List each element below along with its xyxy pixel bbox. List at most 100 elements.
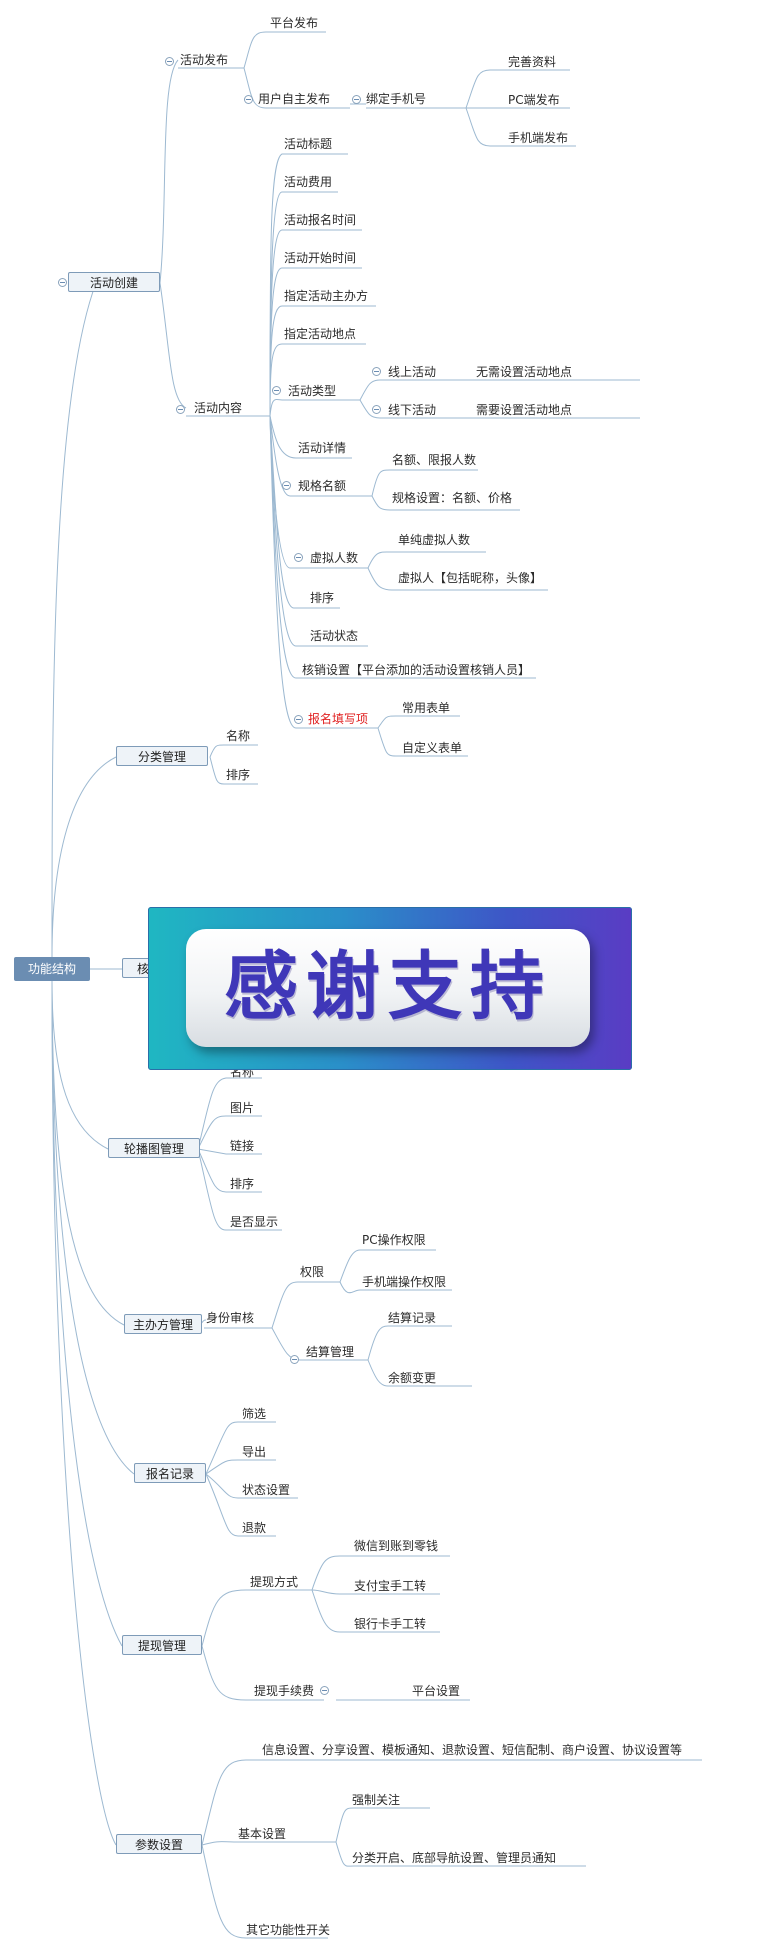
branch-lunbotu[interactable]: 轮播图管理 bbox=[108, 1138, 200, 1158]
collapse-icon[interactable] bbox=[290, 1355, 299, 1364]
link-guige-shezhi bbox=[371, 495, 520, 511]
node-lb-xianshi[interactable]: 是否显示 bbox=[230, 1215, 279, 1229]
node-pingtaifabu[interactable]: 平台发布 bbox=[270, 16, 319, 30]
branch-baomingjilu[interactable]: 报名记录 bbox=[134, 1463, 206, 1483]
node-yonghufabu[interactable]: 用户自主发布 bbox=[258, 92, 331, 106]
node-pingtaishezhi[interactable]: 平台设置 bbox=[412, 1684, 461, 1698]
node-kaishishijian[interactable]: 活动开始时间 bbox=[284, 251, 357, 265]
node-shoujifabu[interactable]: 手机端发布 bbox=[508, 131, 569, 145]
node-sjquanxian[interactable]: 手机端操作权限 bbox=[362, 1275, 447, 1289]
link-root-lunbo bbox=[51, 980, 109, 1150]
node-baomingshijian[interactable]: 活动报名时间 bbox=[284, 213, 357, 227]
link-hdcj-fabu bbox=[159, 59, 179, 284]
node-daochu[interactable]: 导出 bbox=[242, 1445, 267, 1459]
root-node[interactable]: 功能结构 bbox=[14, 957, 90, 981]
node-pcfabu[interactable]: PC端发布 bbox=[508, 93, 560, 107]
collapse-icon[interactable] bbox=[165, 57, 174, 66]
node-zhifubao[interactable]: 支付宝手工转 bbox=[354, 1579, 427, 1593]
node-tuikuan[interactable]: 退款 bbox=[242, 1521, 267, 1535]
node-fl-paixu[interactable]: 排序 bbox=[226, 768, 251, 782]
link-jiben-qiangzhi bbox=[335, 1807, 430, 1843]
link-tx-shouxufei bbox=[201, 1645, 324, 1701]
branch-canshu[interactable]: 参数设置 bbox=[116, 1834, 202, 1854]
link-jiesuan-yue bbox=[367, 1359, 472, 1387]
node-yue[interactable]: 余额变更 bbox=[388, 1371, 437, 1385]
collapse-icon[interactable] bbox=[372, 367, 381, 376]
collapse-icon[interactable] bbox=[294, 715, 303, 724]
node-jiesuanjilu[interactable]: 结算记录 bbox=[388, 1311, 437, 1325]
collapse-icon[interactable] bbox=[352, 95, 361, 104]
node-tixianfangshi[interactable]: 提现方式 bbox=[250, 1575, 299, 1589]
link-root-fenlei bbox=[51, 756, 117, 958]
node-guige[interactable]: 规格名额 bbox=[298, 479, 347, 493]
branch-zhubanfang[interactable]: 主办方管理 bbox=[124, 1314, 202, 1334]
collapse-icon[interactable] bbox=[320, 1686, 329, 1695]
node-quanxian[interactable]: 权限 bbox=[300, 1265, 325, 1279]
collapse-icon[interactable] bbox=[176, 405, 185, 414]
node-xuniren[interactable]: 虚拟人【包括昵称，头像】 bbox=[398, 571, 543, 585]
link-leixing-xianxia bbox=[359, 399, 640, 419]
link-neirong-tianxie bbox=[269, 415, 378, 729]
collapse-icon[interactable] bbox=[58, 278, 67, 287]
node-xiangqing[interactable]: 活动详情 bbox=[298, 441, 347, 455]
node-danchun[interactable]: 单纯虚拟人数 bbox=[398, 533, 471, 547]
node-weixin[interactable]: 微信到账到零钱 bbox=[354, 1539, 439, 1553]
node-zhubanfang-assign[interactable]: 指定活动主办方 bbox=[284, 289, 369, 303]
collapse-icon[interactable] bbox=[272, 386, 281, 395]
node-didian[interactable]: 指定活动地点 bbox=[284, 327, 357, 341]
node-leixing[interactable]: 活动类型 bbox=[288, 384, 337, 398]
node-mingge[interactable]: 名额、限报人数 bbox=[392, 453, 477, 467]
node-zhuangtaishezhi[interactable]: 状态设置 bbox=[242, 1483, 291, 1497]
link-bm-daochu bbox=[205, 1459, 276, 1475]
node-qita[interactable]: 其它功能性开关 bbox=[246, 1923, 331, 1937]
node-hexiaoshezhi[interactable]: 核销设置【平台添加的活动设置核销人员】 bbox=[302, 663, 531, 677]
node-lb-tupian[interactable]: 图片 bbox=[230, 1101, 255, 1115]
node-huodongfabu[interactable]: 活动发布 bbox=[180, 53, 229, 67]
node-lb-lianjie[interactable]: 链接 bbox=[230, 1139, 255, 1153]
collapse-icon[interactable] bbox=[282, 481, 291, 490]
node-wanshan[interactable]: 完善资料 bbox=[508, 55, 557, 69]
node-changyong[interactable]: 常用表单 bbox=[402, 701, 451, 715]
collapse-icon[interactable] bbox=[294, 553, 303, 562]
node-pcquanxian[interactable]: PC操作权限 bbox=[362, 1233, 426, 1247]
node-jiesuan[interactable]: 结算管理 bbox=[306, 1345, 355, 1359]
link-jiben-fenlei bbox=[335, 1841, 586, 1867]
link-neirong-leixing bbox=[269, 399, 360, 417]
link-neirong-didian bbox=[269, 343, 366, 417]
node-baomingtianxie[interactable]: 报名填写项 bbox=[308, 712, 369, 726]
link-cs-qita bbox=[201, 1844, 328, 1939]
node-paixu[interactable]: 排序 bbox=[310, 591, 335, 605]
link-tianxie-changyong bbox=[377, 715, 460, 729]
collapse-icon[interactable] bbox=[244, 95, 253, 104]
collapse-icon[interactable] bbox=[372, 405, 381, 414]
node-huodongneirong[interactable]: 活动内容 bbox=[194, 401, 243, 415]
link-cs-jiben bbox=[201, 1841, 336, 1846]
node-feiyong[interactable]: 活动费用 bbox=[284, 175, 333, 189]
node-qiangzhi[interactable]: 强制关注 bbox=[352, 1793, 401, 1807]
node-jibenshezhi[interactable]: 基本设置 bbox=[238, 1827, 287, 1841]
link-lb-mingcheng bbox=[197, 1077, 262, 1150]
node-yinhang[interactable]: 银行卡手工转 bbox=[354, 1617, 427, 1631]
node-xianshang[interactable]: 线上活动 bbox=[388, 365, 437, 379]
node-fenleikaiqi[interactable]: 分类开启、底部导航设置、管理员通知 bbox=[352, 1851, 557, 1865]
branch-huodongchuangjian[interactable]: 活动创建 bbox=[68, 272, 160, 292]
node-xianxia[interactable]: 线下活动 bbox=[388, 403, 437, 417]
branch-tixian[interactable]: 提现管理 bbox=[122, 1635, 202, 1655]
node-zhuangtai[interactable]: 活动状态 bbox=[310, 629, 359, 643]
link-quanxian-pc bbox=[339, 1249, 436, 1283]
node-xuni[interactable]: 虚拟人数 bbox=[310, 551, 359, 565]
node-guigeshezhi[interactable]: 规格设置：名额、价格 bbox=[392, 491, 513, 505]
node-shouxufei[interactable]: 提现手续费 bbox=[254, 1684, 315, 1698]
link-root-baoming bbox=[51, 980, 135, 1475]
node-shaixuan[interactable]: 筛选 bbox=[242, 1407, 267, 1421]
node-shenfen[interactable]: 身份审核 bbox=[206, 1311, 255, 1325]
node-xinxi[interactable]: 信息设置、分享设置、模板通知、退款设置、短信配制、商户设置、协议设置等 bbox=[262, 1743, 683, 1757]
node-zidingyi[interactable]: 自定义表单 bbox=[402, 741, 463, 755]
branch-fenleiguanli[interactable]: 分类管理 bbox=[116, 746, 208, 766]
node-lb-paixu[interactable]: 排序 bbox=[230, 1177, 255, 1191]
node-bangding[interactable]: 绑定手机号 bbox=[366, 92, 427, 106]
node-fl-mingcheng[interactable]: 名称 bbox=[226, 729, 251, 743]
link-guige-mingge bbox=[371, 469, 478, 497]
node-biaoti[interactable]: 活动标题 bbox=[284, 137, 333, 151]
